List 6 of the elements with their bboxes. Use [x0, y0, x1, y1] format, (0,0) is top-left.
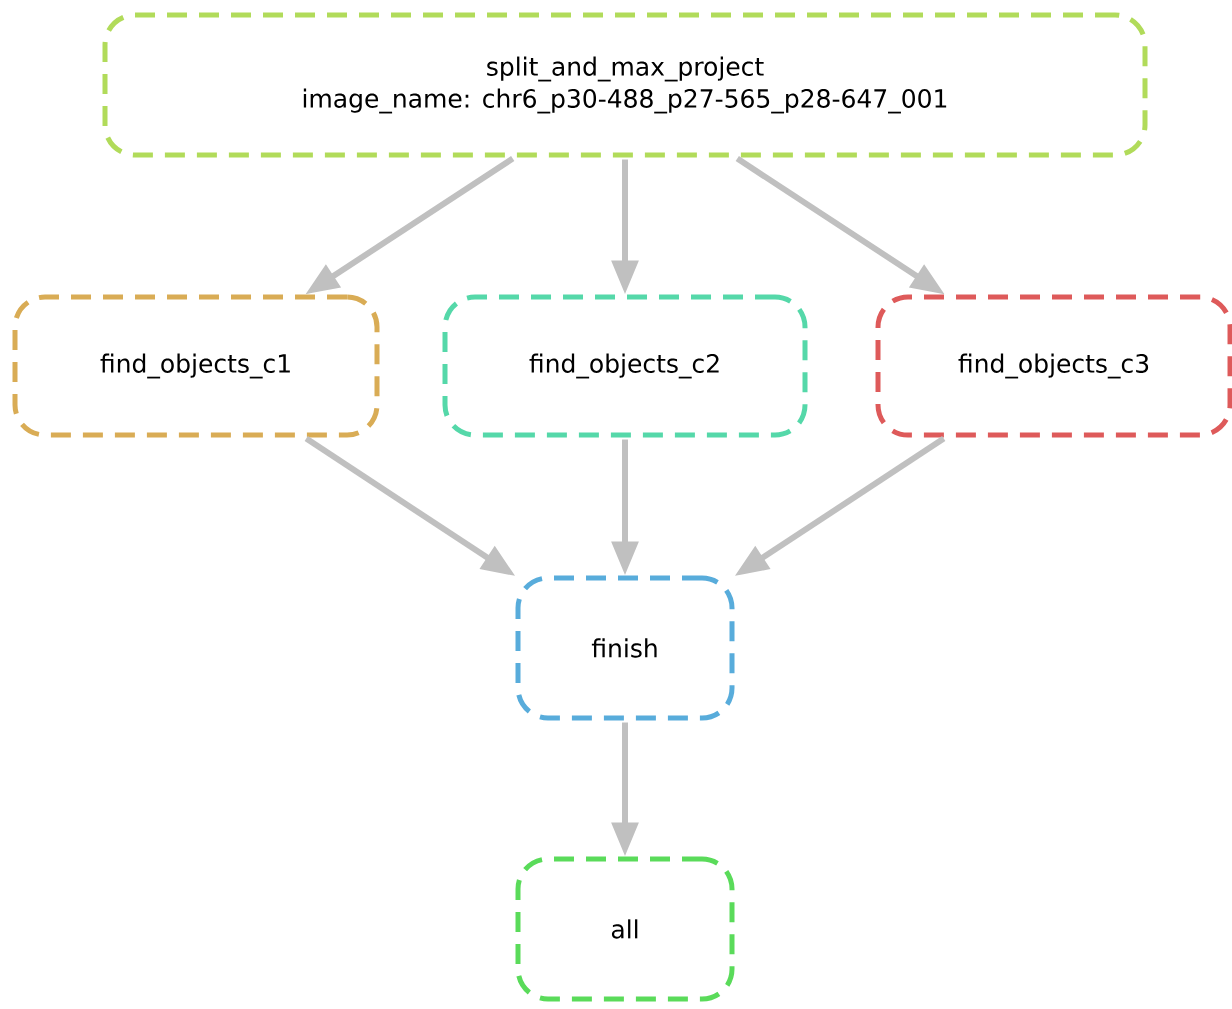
- process-box: find_objects_c3: [875, 294, 1232, 438]
- process-box: find_objects_c2: [442, 294, 808, 438]
- process-box: find_objects_c1: [12, 294, 380, 438]
- process-box: all: [515, 856, 735, 1002]
- process-box: finish: [515, 575, 735, 721]
- process-box: split_and_max_project image_name: chr6_p30-488_p27-565_p28-647_001: [102, 12, 1148, 158]
